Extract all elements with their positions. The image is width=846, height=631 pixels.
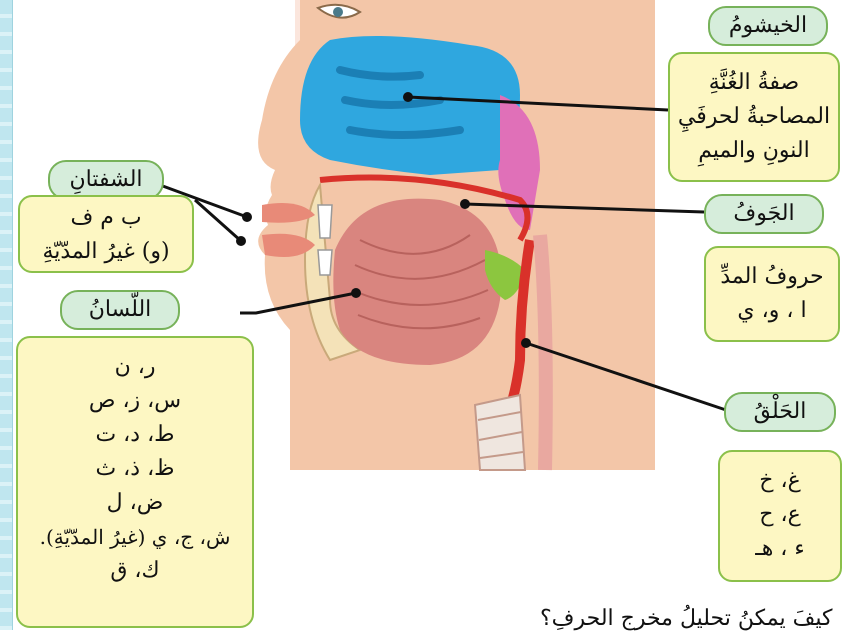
label-cavity-line-1: حروفُ المدِّ xyxy=(706,260,838,294)
leader-lips-dot-2 xyxy=(236,236,246,246)
leader-nasal-dot xyxy=(403,92,413,102)
label-tongue-box: ر، ن س، ز، ص ط، د، ت ظ، ذ، ث ض، ل ش، ج، … xyxy=(16,336,254,628)
label-lips-line-2: (و) غيرُ المدّيّةِ xyxy=(20,235,192,269)
label-cavity-line-2: ا ، و، ي xyxy=(706,294,838,328)
label-tongue-line-6: ش، ج، ي (غيرُ المدّيّةِ). xyxy=(18,520,252,554)
label-throat-title: الحَلْقُ xyxy=(724,392,836,432)
label-throat-line-3: ء ، هـ xyxy=(720,532,840,566)
label-tongue-line-3: ط، د، ت xyxy=(18,418,252,452)
leader-cavity-dot xyxy=(460,199,470,209)
label-tongue-line-2: س، ز، ص xyxy=(18,384,252,418)
label-nasal-line-1: صفةُ الغُنَّةِ xyxy=(670,66,838,100)
label-tongue-line-1: ر، ن xyxy=(18,350,252,384)
label-nasal-line-3: النونِ والميمِ xyxy=(670,134,838,168)
label-tongue-line-5: ض، ل xyxy=(18,486,252,520)
eye-iris xyxy=(333,7,343,17)
leader-throat-dot xyxy=(521,338,531,348)
upper-tooth xyxy=(318,205,332,238)
tongue xyxy=(333,199,501,365)
label-lips-box: ب م ف (و) غيرُ المدّيّةِ xyxy=(18,195,194,273)
label-nasal-box: صفةُ الغُنَّةِ المصاحبةُ لحرفَيِ النونِ … xyxy=(668,52,840,182)
label-tongue-title: اللّسانُ xyxy=(60,290,180,330)
throat-wall xyxy=(540,235,546,470)
label-throat-box: غ، خ ع، ح ء ، هـ xyxy=(718,450,842,582)
label-nasal-line-2: المصاحبةُ لحرفَيِ xyxy=(670,100,838,134)
label-cavity-box: حروفُ المدِّ ا ، و، ي xyxy=(704,246,840,342)
lower-tooth xyxy=(318,250,332,275)
label-nasal-title: الخيشومُ xyxy=(708,6,828,46)
label-tongue-line-4: ظ، ذ، ث xyxy=(18,452,252,486)
label-lips-line-1: ب م ف xyxy=(20,201,192,235)
label-cavity-title: الجَوفُ xyxy=(704,194,824,234)
label-throat-line-1: غ، خ xyxy=(720,464,840,498)
leader-tongue-dot xyxy=(351,288,361,298)
leader-lips-dot-1 xyxy=(242,212,252,222)
label-tongue-line-7: ك، ق xyxy=(18,554,252,588)
label-throat-line-2: ع، ح xyxy=(720,498,840,532)
question-text: كيفَ يمكنُ تحليلُ مخرجِ الحرفِ؟ xyxy=(540,606,832,631)
label-lips-title: الشفتانِ xyxy=(48,160,164,200)
